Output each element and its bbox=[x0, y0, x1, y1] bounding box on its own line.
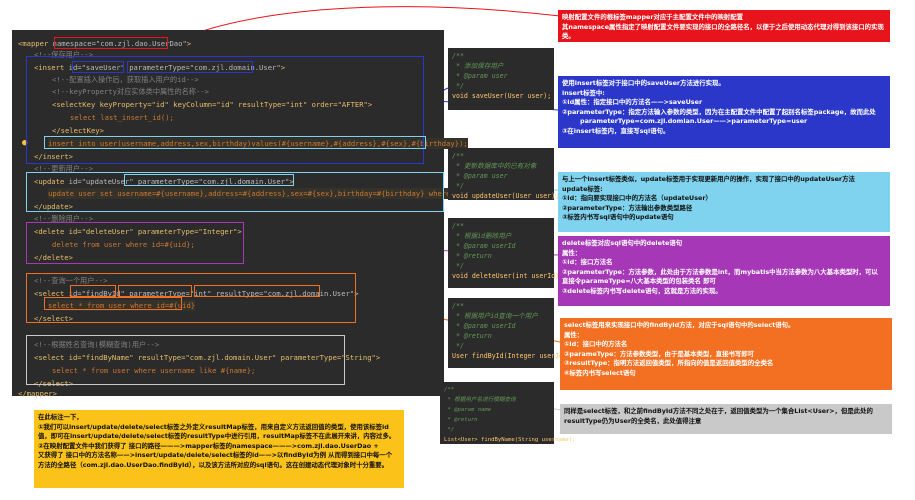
update-close-line: </update> bbox=[34, 202, 73, 211]
select-sql-line: select * from user where id=#{uid} bbox=[48, 300, 196, 311]
select-last-insert-id: select last_insert_id(); bbox=[70, 113, 174, 122]
insert-sql-line: insert into user(username,address,sex,bi… bbox=[48, 138, 468, 149]
comment-keyprop-2: <!--keyProperty对应实体类中属性的名称--> bbox=[52, 87, 209, 96]
selectkey-close-line: </selectKey> bbox=[52, 126, 104, 135]
selectkey-open-line: <selectKey keyProperty="id" keyColumn="i… bbox=[52, 100, 373, 109]
delete-close-line: </delete> bbox=[34, 253, 73, 262]
comment-update: <!--更新用户--> bbox=[34, 164, 94, 173]
java-delete-user: /** * 根据id删除用户 * @param userId * @return… bbox=[448, 218, 563, 288]
comment-save: <!--保存用户--> bbox=[34, 50, 94, 59]
note-update: 与上一个insert标签类似，update标签用于实现更新用户的操作，实现了接口… bbox=[558, 172, 890, 232]
comment-select-name: <!--根据姓名查询(模糊查询)用户--> bbox=[34, 340, 160, 349]
delete-open-line: <delete id="deleteUser" parameterType="I… bbox=[34, 227, 242, 236]
mapper-close-line: </mapper> bbox=[18, 389, 57, 398]
update-sql-line: update user set username=#{username},add… bbox=[48, 188, 490, 199]
lightbulb-icon[interactable]: ● bbox=[22, 138, 28, 148]
comment-delete: <!--删除用户--> bbox=[34, 214, 94, 223]
note-select-find-by-name: 同样是select标签，和之前findById方法不同之处在于，返回值类型为一个… bbox=[560, 404, 892, 434]
note-mapper-namespace: 映射配置文件的根标签mapper对应于主配置文件中的映射配置其namespace… bbox=[558, 10, 890, 42]
mapper-open-line: <mapper namespace="com.zjl.dao.UserDao"> bbox=[18, 39, 192, 48]
java-find-by-id: /** * 根据用户id查询一个用户 * @param userId * @re… bbox=[448, 298, 571, 368]
java-find-by-name: /** * 根据用户名进行模糊查询 * @param name * @retur… bbox=[440, 382, 575, 444]
select2-sql-line: select * from user where username like #… bbox=[52, 366, 256, 375]
update-open-line: <update id="updateUser" parameterType="c… bbox=[34, 177, 294, 186]
note-select-find-by-id: select标签用来实现接口中的findById方法，对应于sql语句中的sel… bbox=[560, 318, 892, 390]
delete-sql-line: delete from user where id=#{uid}; bbox=[52, 240, 195, 249]
insert-open-line: <insert id="saveUser" parameterType="com… bbox=[34, 63, 286, 72]
select2-close-line: </select> bbox=[34, 379, 73, 388]
note-summary: 在此标注一下，①我们可以insert/update/delete/select标… bbox=[34, 410, 404, 488]
java-save-user: /** * 添加保存用户 * @param user */ void saveU… bbox=[448, 48, 554, 110]
insert-close-line: </insert> bbox=[34, 152, 73, 161]
select-open-line: <select id="findById" parameterType="int… bbox=[34, 289, 359, 298]
comment-select-one: <!--查询一个用户--> bbox=[34, 276, 108, 285]
select2-open-line: <select id="findByName" resultType="com.… bbox=[34, 353, 381, 362]
comment-keyprop-1: <!--配置插入操作后，获取插入用户的id--> bbox=[52, 75, 199, 84]
java-update-user: /** * 更新数据库中的已有对象 * @param user */ void … bbox=[448, 148, 559, 200]
note-insert: 使用insert标签对于接口中的saveUser方法进行实现。insert标签中… bbox=[558, 76, 890, 148]
select-close-line: </select> bbox=[34, 314, 73, 323]
mapper-xml-editor: ● <mapper namespace="com.zjl.dao.UserDao… bbox=[12, 30, 490, 398]
